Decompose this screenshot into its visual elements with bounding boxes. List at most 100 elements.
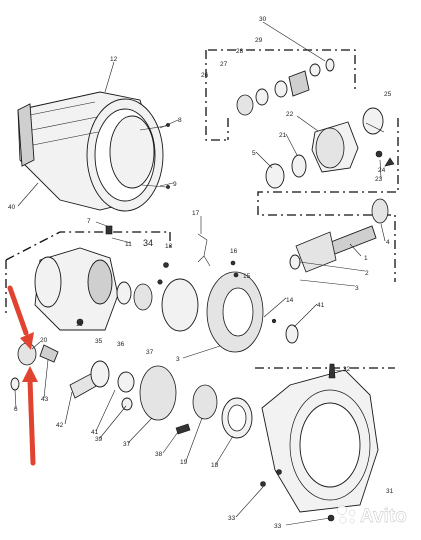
- bolt-38: [175, 423, 191, 435]
- dash-line-right: [257, 118, 399, 282]
- callout-3: 3: [355, 285, 359, 292]
- bolt-16: [230, 260, 236, 266]
- assembly-lines: [5, 49, 399, 369]
- red-arrow-upper-head: [20, 332, 34, 350]
- carrier-37-lower: [139, 365, 177, 421]
- callout-43: 43: [41, 396, 49, 403]
- case-bore: [87, 259, 113, 305]
- callout-1: 1: [364, 255, 368, 262]
- ring-30: [325, 58, 335, 72]
- dash-line-top: [208, 49, 356, 93]
- dash-line-top-left: [205, 50, 228, 141]
- callout-40: 40: [8, 204, 16, 211]
- callout-37-upper: 37: [146, 349, 154, 356]
- callout-2: 2: [365, 270, 369, 277]
- callout-8: 8: [178, 117, 182, 124]
- callout-38: 38: [155, 451, 163, 458]
- washer-27: [255, 88, 269, 106]
- breather-32: [328, 363, 336, 379]
- callout-3-ring: 3: [176, 356, 180, 363]
- callout-28: 28: [236, 48, 244, 55]
- planetary-group: [10, 342, 135, 399]
- washer-41: [285, 324, 299, 344]
- callout-20: 20: [40, 337, 48, 344]
- hub-42: [90, 360, 110, 388]
- plug-33: [260, 481, 266, 487]
- callout-17: 17: [192, 210, 200, 217]
- callout-labels: 30 29 28 27 26 12 8 9 40 25 22 21 5 23 2…: [8, 16, 394, 530]
- callout-14: 14: [286, 297, 294, 304]
- callout-29: 29: [255, 37, 263, 44]
- snap-ring-2: [289, 254, 301, 270]
- ring-gear-bore: [222, 287, 254, 337]
- red-arrow-upper: [7, 285, 29, 336]
- bearing-26: [236, 94, 254, 116]
- pinion-gear-1: [295, 231, 337, 273]
- avito-watermark: Avito: [337, 505, 407, 527]
- callout-16: 16: [230, 248, 238, 255]
- callout-25: 25: [384, 91, 392, 98]
- callout-23: 23: [375, 176, 383, 183]
- red-arrow-lower: [27, 377, 36, 466]
- bolt-10: [76, 318, 84, 326]
- callout-39: 39: [95, 436, 103, 443]
- dash-line-middle: [5, 231, 170, 261]
- callout-11: 11: [125, 241, 132, 248]
- differential-case: [34, 225, 153, 331]
- callout-21: 21: [279, 132, 287, 139]
- washer-6: [10, 377, 20, 391]
- callout-33-upper: 33: [228, 515, 236, 522]
- lower-carrier-group: [121, 365, 253, 439]
- washer-39: [121, 397, 133, 411]
- oring-21: [291, 154, 307, 178]
- callout-9: 9: [173, 181, 177, 188]
- pinion-carrier-group: [265, 107, 395, 189]
- callout-32: 32: [343, 366, 351, 373]
- callout-26: 26: [201, 72, 209, 79]
- callout-41-upper: 41: [317, 302, 325, 309]
- upper-small-parts: [236, 58, 335, 116]
- drain-33: [327, 514, 335, 522]
- red-arrow-lower-head: [22, 366, 38, 382]
- bolt-7: [105, 225, 113, 235]
- bolt-23: [375, 150, 383, 158]
- nut-30: [309, 63, 321, 77]
- callout-34: 34: [143, 238, 153, 248]
- callout-6: 6: [14, 406, 18, 413]
- avito-logo-icon: [337, 505, 356, 524]
- spider-43: [39, 344, 59, 363]
- callout-13: 13: [165, 243, 173, 250]
- gear-36: [133, 283, 153, 311]
- callout-31: 31: [386, 488, 394, 495]
- plug-24: [384, 157, 395, 167]
- seal-25: [362, 107, 384, 135]
- callout-4: 4: [386, 239, 390, 246]
- yoke-29: [288, 70, 310, 97]
- callout-19: 19: [180, 459, 188, 466]
- planet-gear-20: [17, 342, 37, 366]
- pinion-shaft-group: [289, 198, 389, 273]
- bearing-19: [192, 384, 218, 420]
- callout-15: 15: [243, 273, 251, 280]
- shim-5: [265, 163, 285, 189]
- callout-30: 30: [259, 16, 267, 23]
- callout-35: 35: [95, 338, 103, 345]
- callout-33-lower: 33: [274, 523, 282, 530]
- ring-gear-group: [157, 233, 299, 353]
- callout-18: 18: [211, 462, 219, 469]
- callout-22: 22: [286, 111, 294, 118]
- housing-spline: [17, 103, 35, 167]
- washer-35: [116, 281, 132, 305]
- housing-31-bore: [299, 402, 361, 488]
- callout-10: 11: [76, 321, 83, 328]
- ring-41: [117, 371, 135, 393]
- carrier-37: [161, 278, 199, 332]
- axle-housing: [17, 91, 170, 212]
- callout-42: 42: [56, 422, 64, 429]
- callout-24: 24: [378, 167, 386, 174]
- callout-41-lower: 41: [91, 429, 99, 436]
- callout-12: 12: [110, 56, 118, 63]
- bearing-cup-22: [315, 127, 345, 169]
- callout-36: 36: [117, 341, 125, 348]
